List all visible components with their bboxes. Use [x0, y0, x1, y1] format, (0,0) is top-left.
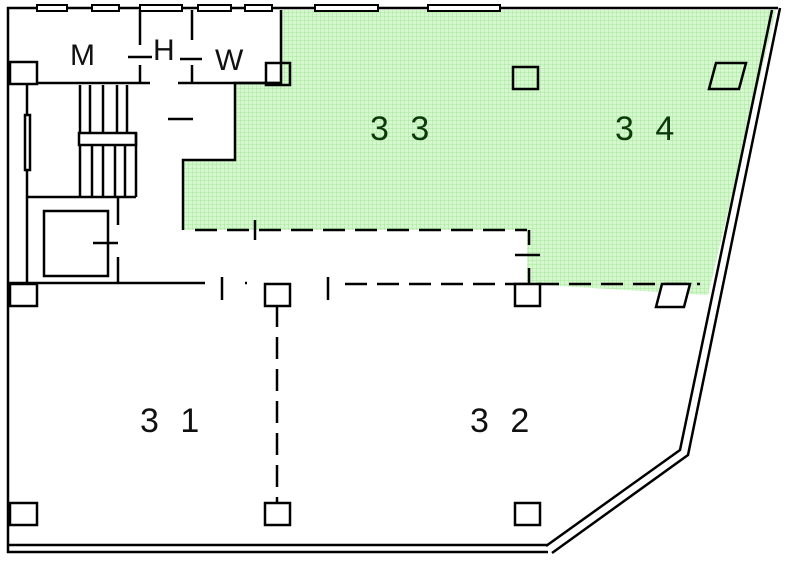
column [654, 282, 692, 309]
unit-label-34[interactable]: 3 4 [615, 110, 680, 148]
right-wall-outer [551, 7, 782, 555]
column [511, 65, 540, 91]
column [513, 501, 542, 527]
room-label-men: M [70, 39, 95, 72]
column [8, 501, 39, 527]
column [263, 282, 292, 308]
windows [36, 4, 501, 12]
columns [8, 60, 748, 527]
unit-label-31[interactable]: 3 1 [140, 402, 205, 440]
room-label-hot-water: H [153, 34, 175, 67]
room-label-women: W [215, 44, 244, 77]
column [263, 501, 292, 527]
unit-label-33[interactable]: 3 3 [370, 110, 435, 148]
unit-label-32[interactable]: 3 2 [470, 402, 535, 440]
column [707, 61, 748, 91]
unit-33-34-highlight[interactable] [183, 10, 776, 295]
column [8, 60, 39, 86]
right-wall-inner [545, 9, 774, 548]
column [8, 282, 39, 308]
column [513, 282, 542, 308]
column [264, 61, 292, 87]
highlight-boundary [181, 10, 283, 230]
partition-ticks [220, 220, 540, 300]
outer-wall [6, 6, 778, 554]
